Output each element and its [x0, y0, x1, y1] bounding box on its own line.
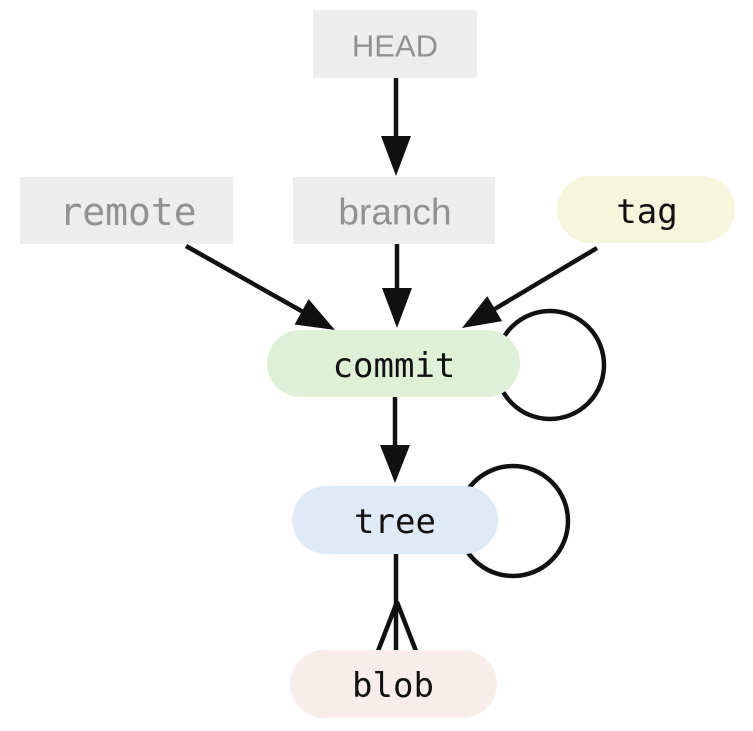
edge-remote-commit — [184, 244, 335, 330]
branch-label: branch — [338, 192, 451, 233]
arrowhead — [382, 288, 412, 328]
commit-pill — [267, 330, 520, 397]
remote-label: remote — [59, 190, 196, 234]
head-box — [313, 10, 477, 78]
arrowhead — [381, 136, 411, 176]
crow-foot-right — [394, 601, 419, 652]
branch-box — [293, 177, 495, 244]
node-head: HEAD — [313, 10, 477, 78]
node-tag: tag — [557, 176, 735, 243]
node-remote: remote — [20, 177, 233, 244]
edges — [184, 78, 599, 652]
edge-tag-commit — [462, 246, 599, 328]
remote-box — [20, 177, 233, 244]
node-tree: tree — [292, 486, 498, 554]
edge-tree-blob — [375, 554, 419, 652]
arrowhead — [462, 296, 503, 328]
head-label: HEAD — [352, 29, 438, 64]
commit-label: commit — [333, 346, 456, 386]
tag-label: tag — [616, 192, 677, 232]
edge-branch-commit — [382, 244, 412, 328]
node-blob: blob — [290, 650, 497, 718]
blob-pill — [290, 650, 497, 718]
edge-commit-tree — [380, 397, 410, 483]
arrowhead — [294, 299, 335, 330]
tag-pill — [557, 176, 735, 243]
node-commit: commit — [267, 330, 520, 397]
arrowhead — [380, 445, 410, 483]
crow-foot-left — [375, 601, 400, 652]
tree-pill — [292, 486, 498, 554]
blob-label: blob — [352, 666, 434, 706]
tree-label: tree — [354, 502, 436, 542]
edge-head-branch — [381, 78, 411, 176]
node-branch: branch — [293, 177, 495, 244]
